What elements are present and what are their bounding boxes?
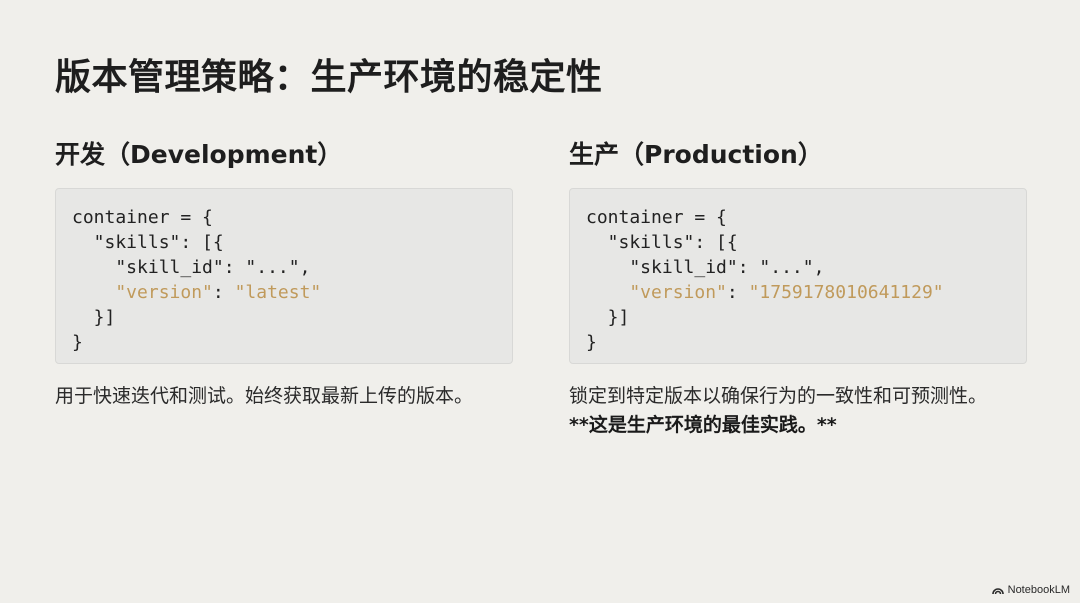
version-value: "1759178010641129" <box>748 282 944 303</box>
production-column: 生产（Production） container = { "skills": [… <box>569 138 1027 440</box>
production-heading: 生产（Production） <box>569 140 823 169</box>
version-key: "version" <box>586 282 727 303</box>
code-line: } <box>586 332 597 353</box>
code-line: "skills": [{ <box>72 232 224 253</box>
code-line: "skills": [{ <box>586 232 738 253</box>
version-value: "latest" <box>234 282 322 303</box>
version-key: "version" <box>72 282 213 303</box>
code-line: "skill_id": "...", <box>72 257 311 278</box>
production-description: 锁定到特定版本以确保行为的一致性和可预测性。 **这是生产环境的最佳实践。** <box>569 382 999 440</box>
code-line: "skill_id": "...", <box>586 257 825 278</box>
notebooklm-logo-icon <box>991 588 1004 595</box>
code-separator: : <box>212 282 235 303</box>
notebooklm-branding: NotebookLM <box>991 584 1070 596</box>
description-text: 锁定到特定版本以确保行为的一致性和可预测性。 <box>569 385 988 407</box>
production-code-block: container = { "skills": [{ "skill_id": "… <box>569 188 1027 364</box>
brand-label: NotebookLM <box>1007 584 1070 596</box>
code-separator: : <box>726 282 749 303</box>
code-line: } <box>72 332 83 353</box>
slide-title: 版本管理策略：生产环境的稳定性 <box>55 57 603 98</box>
description-emphasis: **这是生产环境的最佳实践。** <box>569 414 837 436</box>
code-line: container = { <box>586 207 727 228</box>
code-line: container = { <box>72 207 213 228</box>
development-column: 开发（Development） container = { "skills": … <box>55 138 513 411</box>
code-line: }] <box>72 307 116 328</box>
development-code-block: container = { "skills": [{ "skill_id": "… <box>55 188 513 364</box>
code-line: }] <box>586 307 630 328</box>
development-description: 用于快速迭代和测试。始终获取最新上传的版本。 <box>55 385 474 407</box>
development-heading: 开发（Development） <box>55 140 343 169</box>
